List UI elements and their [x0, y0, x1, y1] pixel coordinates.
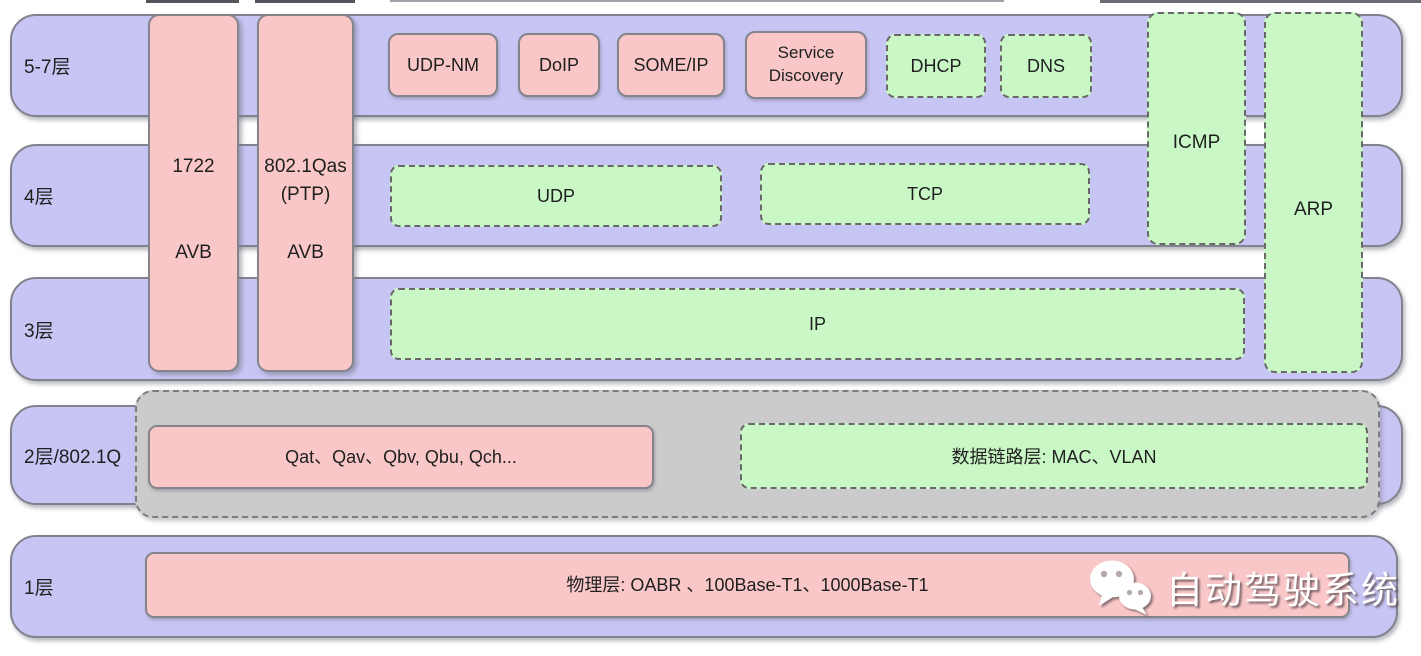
box-physical-layer: 物理层: OABR 、100Base-T1、1000Base-T1: [145, 552, 1350, 618]
box-dns: DNS: [1000, 34, 1092, 98]
top-crop-fragment: [390, 0, 1004, 2]
box-service-discovery: Service Discovery: [745, 31, 867, 99]
box-dhcp-label: DHCP: [910, 55, 962, 76]
box-ip-label: IP: [808, 313, 826, 334]
box-qat-qav: Qat、Qav、Qbv, Qbu, Qch...: [148, 425, 654, 489]
column-ptp-label: (PTP): [280, 184, 331, 205]
box-physical-layer-label: 物理层: OABR 、100Base-T1、1000Base-T1: [566, 574, 929, 595]
box-service-discovery-label: Service Discovery: [768, 43, 844, 85]
box-udp: UDP: [390, 165, 722, 227]
box-qat-qav-label: Qat、Qav、Qbv, Qbu, Qch...: [285, 446, 517, 467]
band-label-layer5-7: 5-7层: [24, 57, 71, 78]
box-tcp: TCP: [760, 163, 1090, 225]
column-qas-avb-label: AVB: [287, 242, 324, 263]
box-tcp-label: TCP: [907, 183, 943, 204]
column-arp: ARP: [1264, 12, 1363, 373]
column-icmp-label: ICMP: [1172, 132, 1221, 153]
column-icmp: ICMP: [1147, 12, 1246, 245]
top-crop-fragment: [146, 0, 239, 3]
box-dns-label: DNS: [1026, 55, 1065, 76]
box-doip: DoIP: [518, 33, 600, 97]
box-ip: IP: [390, 288, 1245, 360]
watermark: 自动驾驶系统: [1088, 558, 1400, 616]
box-someip: SOME/IP: [617, 33, 725, 97]
box-dhcp: DHCP: [886, 34, 986, 98]
column-8021qas-avb: 802.1Qas (PTP) AVB: [257, 14, 354, 372]
box-doip-label: DoIP: [538, 54, 580, 75]
band-label-layer1: 1层: [24, 578, 54, 599]
box-udp-nm: UDP-NM: [388, 33, 498, 97]
box-someip-label: SOME/IP: [633, 54, 709, 75]
box-datalink-label: 数据链路层: MAC、VLAN: [951, 447, 1157, 467]
box-udp-label: UDP: [536, 185, 575, 206]
top-crop-fragment: [255, 0, 355, 3]
band-label-layer4: 4层: [24, 187, 54, 208]
box-udp-nm-label: UDP-NM: [407, 54, 479, 75]
column-1722-label: 1722: [172, 156, 215, 177]
column-1722-avb-label: AVB: [175, 242, 212, 263]
top-crop-fragment: [1100, 0, 1421, 3]
column-arp-label: ARP: [1293, 199, 1334, 220]
watermark-text: 自动驾驶系统: [1166, 570, 1400, 611]
wechat-icon: [1088, 558, 1154, 616]
column-8021qas-label: 802.1Qas: [264, 156, 347, 177]
band-label-layer3: 3层: [24, 320, 54, 342]
column-1722-avb: 1722 AVB: [148, 14, 239, 372]
band-label-layer2: 2层/802.1Q: [24, 446, 122, 468]
box-datalink: 数据链路层: MAC、VLAN: [740, 423, 1368, 489]
